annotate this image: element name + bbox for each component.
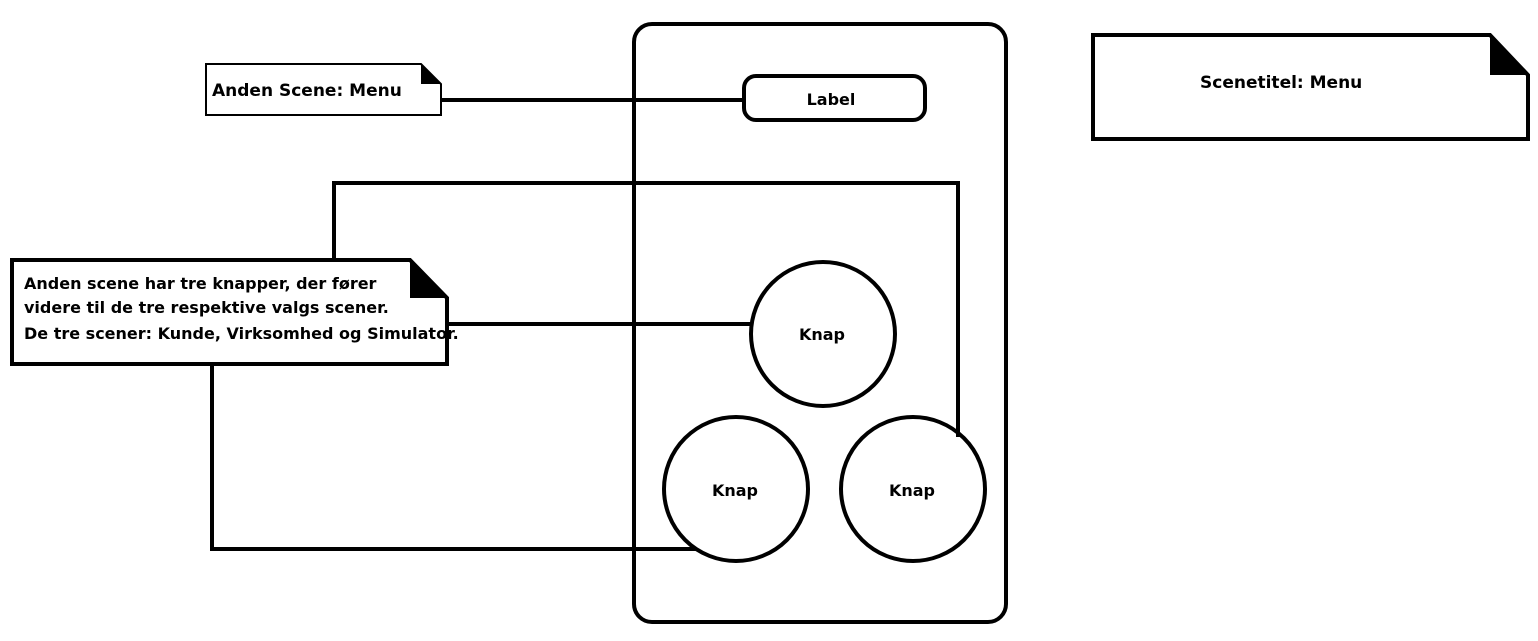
knap-button-bottom-left[interactable]: Knap (662, 415, 810, 563)
connector-description-to-knap-left (210, 356, 706, 551)
note-description-line-3: De tre scener: Kunde, Virksomhed og Simu… (24, 324, 459, 343)
connector-description-to-knap-right (332, 181, 960, 437)
knap-button-bottom-right-text: Knap (889, 481, 935, 500)
note-scene-title-text: Scenetitel: Menu (1200, 73, 1362, 93)
knap-button-bottom-left-text: Knap (712, 481, 758, 500)
note-description-line-2: videre til de tre respektive valgs scene… (24, 298, 389, 317)
knap-button-top[interactable]: Knap (749, 260, 897, 408)
note-description: Anden scene har tre knapper, der fører v… (10, 258, 459, 366)
label-pill-text: Label (807, 90, 856, 109)
note-description-line-1: Anden scene har tre knapper, der fører (24, 274, 377, 293)
knap-button-top-text: Knap (799, 325, 845, 344)
label-pill[interactable]: Label (742, 74, 927, 122)
note-second-scene: Anden Scene: Menu (205, 63, 442, 116)
note-scene-title: Scenetitel: Menu (1091, 33, 1530, 141)
knap-button-bottom-right[interactable]: Knap (839, 415, 987, 563)
note-second-scene-text: Anden Scene: Menu (212, 81, 402, 101)
